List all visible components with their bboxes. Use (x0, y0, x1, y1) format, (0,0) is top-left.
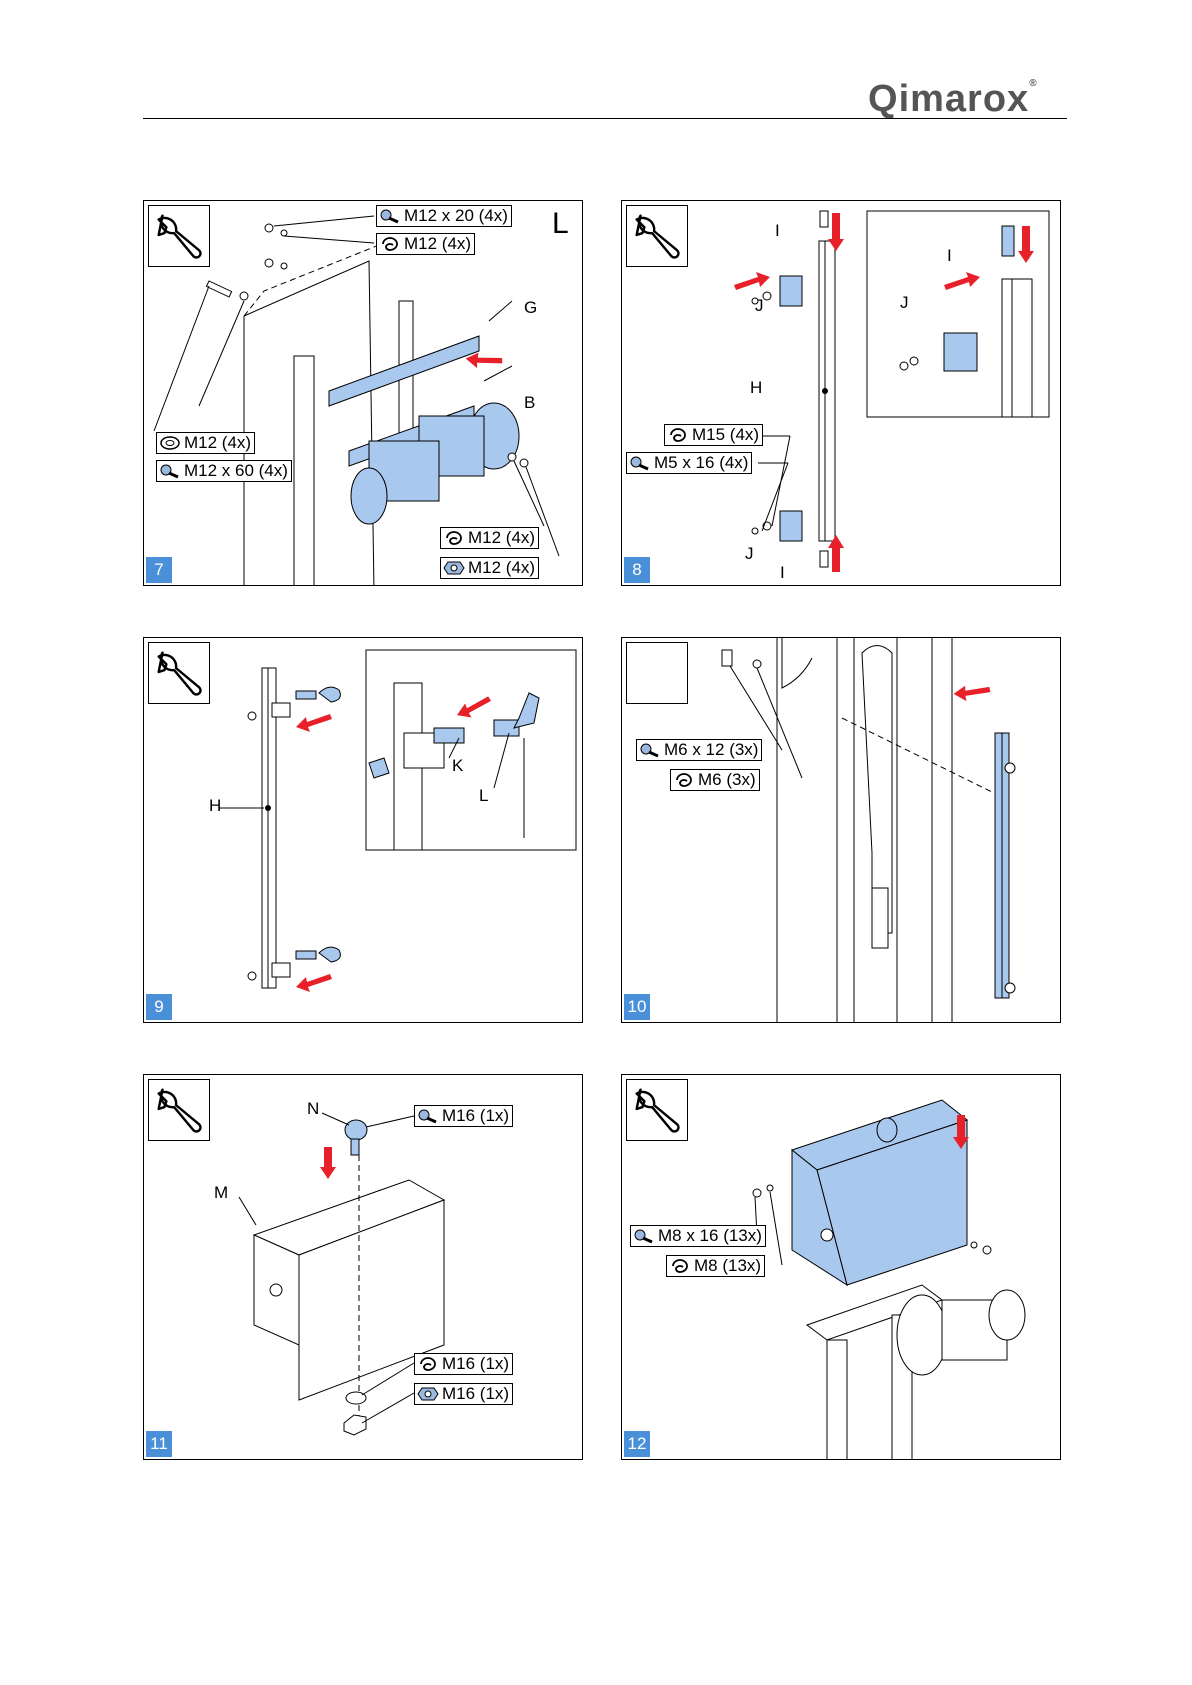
fastener-tag-label: M12 x 60 (4x) (184, 461, 288, 481)
washer-icon (159, 435, 181, 451)
fastener-tag: M6 x 12 (3x) (636, 739, 762, 761)
part-label: J (755, 296, 764, 316)
part-label: H (750, 378, 762, 398)
fastener-tag-label: M8 (13x) (694, 1256, 761, 1276)
fastener-tag-label: M12 x 20 (4x) (404, 206, 508, 226)
fastener-tag: M12 x 60 (4x) (156, 460, 292, 482)
step-panel-11: N M M16 (1x) M16 (1x) M16 (1x) 11 (143, 1074, 583, 1460)
fastener-tag-label: M16 (1x) (442, 1354, 509, 1374)
bolt-icon (639, 742, 661, 758)
fastener-tag: M5 x 16 (4x) (626, 452, 752, 474)
wrench-icon (148, 642, 210, 704)
fastener-tag: M12 (4x) (376, 233, 475, 255)
spring-washer-icon (379, 236, 401, 252)
bolt-icon (633, 1228, 655, 1244)
part-label: I (780, 563, 785, 583)
fastener-tag: M12 (4x) (440, 557, 539, 579)
spring-washer-icon (443, 530, 465, 546)
part-label: J (900, 293, 909, 313)
step-panel-10: M6 x 12 (3x) M6 (3x) 10 (621, 637, 1061, 1023)
nut-icon (417, 1386, 439, 1402)
step-number: 7 (146, 557, 172, 583)
bolt-icon (629, 455, 651, 471)
header-rule (143, 118, 1067, 119)
part-label: I (947, 246, 952, 266)
fastener-tag: M15 (4x) (664, 424, 763, 446)
part-label: L (479, 786, 488, 806)
fastener-tag-label: M16 (1x) (442, 1106, 509, 1126)
logo-text: imarox (899, 78, 1030, 120)
fastener-tag: M16 (1x) (414, 1383, 513, 1405)
step-number: 8 (624, 557, 650, 583)
spring-washer-icon (673, 772, 695, 788)
wrench-icon (626, 1079, 688, 1141)
wrench-icon (626, 205, 688, 267)
part-label: B (524, 393, 535, 413)
step-panel-8: I J H J I I J M15 (4x) M5 x 16 (4x) 8 (621, 200, 1061, 586)
fastener-tag: M12 (4x) (440, 527, 539, 549)
spring-washer-icon (669, 1258, 691, 1274)
part-label: I (775, 221, 780, 241)
fastener-tag: M8 x 16 (13x) (630, 1225, 766, 1247)
part-label: K (452, 756, 463, 776)
step-number: 10 (624, 994, 650, 1020)
fastener-tag: M6 (3x) (670, 769, 760, 791)
fastener-tag-label: M16 (1x) (442, 1384, 509, 1404)
wrench-icon (148, 1079, 210, 1141)
fastener-tag: M12 x 20 (4x) (376, 205, 512, 227)
fastener-tag: M16 (1x) (414, 1105, 513, 1127)
fastener-tag-label: M8 x 16 (13x) (658, 1226, 762, 1246)
part-label: H (209, 796, 221, 816)
part-label: G (524, 298, 537, 318)
letter-label: L (552, 207, 569, 241)
bolt-icon (159, 463, 181, 479)
part-label: M (214, 1183, 228, 1203)
fastener-tag-label: M15 (4x) (692, 425, 759, 445)
step-number: 12 (624, 1431, 650, 1457)
fastener-tag: M16 (1x) (414, 1353, 513, 1375)
logo-mark: Q (868, 78, 899, 120)
fastener-tag-label: M12 (4x) (404, 234, 471, 254)
fastener-tag-label: M12 (4x) (468, 528, 535, 548)
step-panel-9: H K L 9 (143, 637, 583, 1023)
fastener-tag: M8 (13x) (666, 1255, 765, 1277)
step-panel-12: M8 x 16 (13x) M8 (13x) 12 (621, 1074, 1061, 1460)
part-label: J (745, 544, 754, 564)
wrench-icon (148, 205, 210, 267)
step-number: 9 (146, 994, 172, 1020)
brand-logo: Qimarox® (868, 78, 1038, 121)
fastener-tag-label: M6 x 12 (3x) (664, 740, 758, 760)
spring-washer-icon (667, 427, 689, 443)
bolt-icon (379, 208, 401, 224)
part-label: N (307, 1099, 319, 1119)
fastener-tag: M12 (4x) (156, 432, 255, 454)
allen-key-icon (626, 642, 688, 704)
nut-icon (443, 560, 465, 576)
fastener-tag-label: M12 (4x) (184, 433, 251, 453)
spring-washer-icon (417, 1356, 439, 1372)
fastener-tag-label: M6 (3x) (698, 770, 756, 790)
step-panel-7: L M12 x 20 (4x) M12 (4x) M12 (4x) M12 x … (143, 200, 583, 586)
logo-registered: ® (1029, 78, 1037, 89)
fastener-tag-label: M5 x 16 (4x) (654, 453, 748, 473)
fastener-tag-label: M12 (4x) (468, 558, 535, 578)
step-number: 11 (146, 1431, 172, 1457)
bolt-icon (417, 1108, 439, 1124)
